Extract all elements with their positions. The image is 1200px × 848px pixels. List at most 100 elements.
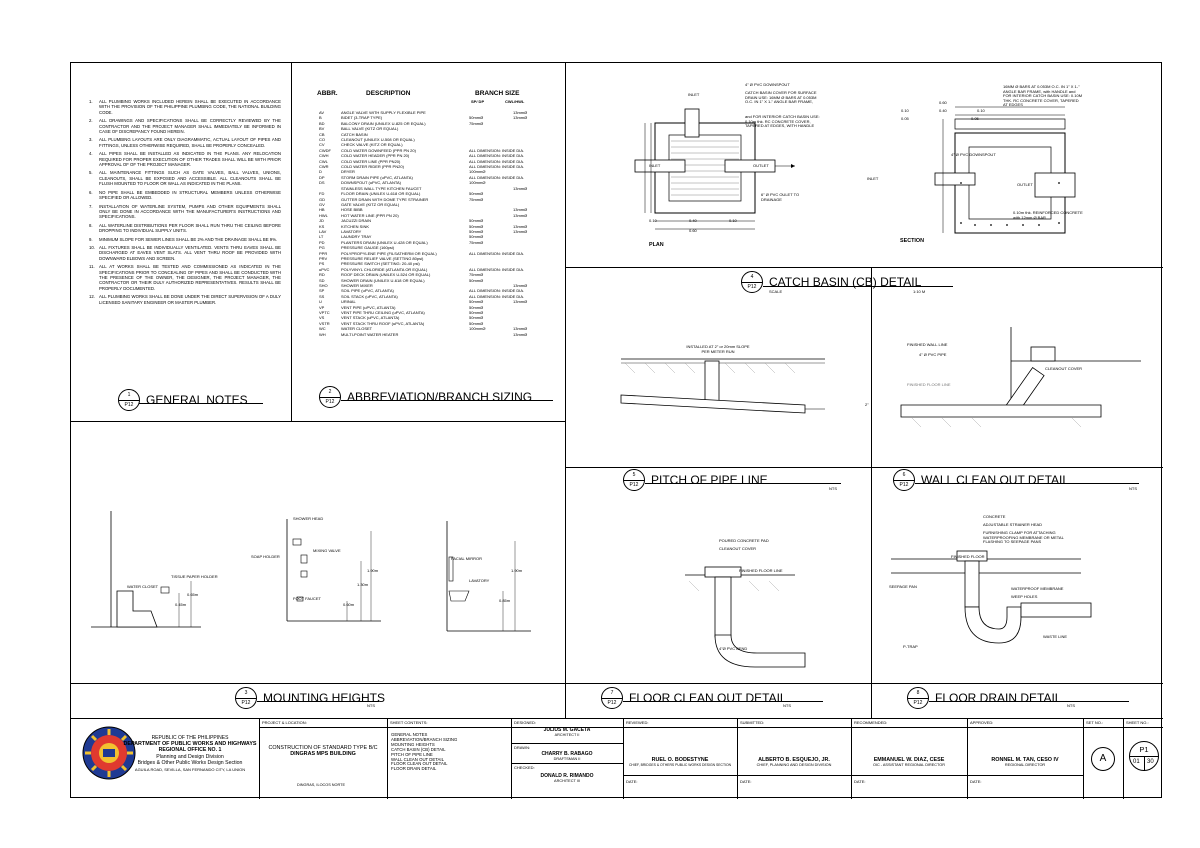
- detail-page: P12: [325, 399, 335, 405]
- contents-label: SHEET CONTENTS:: [390, 720, 428, 725]
- detail-callout: 4 P12: [741, 271, 763, 293]
- title-catch-basin: 4 P12 CATCH BASIN (CB) DETAIL: [741, 271, 921, 293]
- seepage-pan-label: SEEPAGE PAN: [889, 584, 917, 589]
- cleanout-cover-label: CLEANOUT COVER: [719, 546, 757, 551]
- detail-page: P12: [241, 700, 251, 706]
- note-number: 4.: [89, 151, 93, 157]
- dimension: 0.60: [939, 100, 947, 105]
- note-text: INSTALLATION OF WATERLINE SYSTEM, PUMPS …: [99, 203, 281, 220]
- abbreviation-cell: SD: [319, 277, 325, 283]
- floor-line-label: FINISHED FLOOR LINE: [907, 382, 951, 387]
- abbreviation-cell: HOT WATER LINE (PPR PN 20): [341, 212, 399, 218]
- abbreviation-cell: 50mmØ: [469, 223, 484, 229]
- downspout-pipe: [684, 108, 700, 138]
- title-general-notes: 1 P12 GENERAL NOTES: [118, 389, 248, 411]
- abbreviation-cell: SOIL STACK (uPVC, ATLANTA): [341, 293, 398, 299]
- general-note: 6.NO PIPE SHALL BE EMBEDDED IN STRUCTURA…: [89, 190, 281, 201]
- abbreviation-cell: PRV: [319, 255, 328, 261]
- section-cover: [954, 118, 1066, 130]
- abbreviation-cell: SOIL PIPE (uPVC, ATLANTA): [341, 288, 394, 294]
- abbreviation-cell: 13mmØ: [513, 115, 528, 121]
- abbreviation-cell: STORM DRAIN PIPE (uPVC, ATLANTA): [341, 174, 413, 180]
- agency-line: REGIONAL OFFICE NO. 1: [158, 747, 222, 754]
- abbreviation-cell: 50mmØ: [469, 320, 484, 326]
- divider: [71, 718, 1163, 719]
- tb-divider: [259, 718, 260, 799]
- abbreviation-cell: CHECK VALVE (KITZ OR EQUAL): [341, 142, 403, 148]
- title-floor-clean: 7 P12 FLOOR CLEAN OUT DETAIL: [601, 687, 787, 709]
- detail-number: 6: [902, 472, 906, 478]
- abbreviation-cell: GUTTER DRAIN WITH DOME TYPE STRAINER: [341, 196, 429, 202]
- abbreviation-cell: PLANTERS DRAIN (UNILEX U-428 OR EQUAL): [341, 239, 428, 245]
- detail-number: 2: [328, 389, 332, 395]
- detail-page: P12: [913, 700, 923, 706]
- plan-label: PLAN: [649, 242, 664, 248]
- grating-hatch: [671, 140, 739, 196]
- detail-page: P12: [124, 402, 134, 408]
- note-text: ALL PLUMBING WORKS SHALL BE DONE UNDER T…: [99, 294, 281, 305]
- abbreviation-cell: [469, 332, 513, 337]
- sheet-callout: P1 01 30: [1129, 741, 1159, 771]
- abbreviation-cell: RD: [319, 272, 325, 278]
- detail-page: P12: [629, 482, 639, 488]
- dimension: 0.10: [901, 108, 909, 113]
- drawing-sheet: 1.ALL PLUMBING WORKS INCLUDED HEREIN SHA…: [70, 62, 1163, 799]
- abbreviation-cell: 13mmØ: [513, 212, 528, 218]
- abbreviation-cell: 50mmØ: [469, 228, 484, 234]
- abbreviation-cell: U: [319, 299, 322, 305]
- reviewer-title: CHIEF, BRIDGES & OTHERS PUBLIC WORKS DES…: [628, 763, 732, 767]
- downspout-label: 4" Ø PVC DOWNSPOUT: [745, 82, 790, 87]
- scale-value: 1:10 M: [913, 289, 926, 294]
- tb-divider: [1083, 718, 1084, 799]
- cover-label: CLEANOUT COVER: [1045, 366, 1083, 371]
- section-downspout-label: 4" Ø PVC DOWNSPOUT: [951, 152, 996, 157]
- checked-label: CHECKED:: [514, 765, 535, 770]
- pvc-bend-label: 4"Ø PVC BEND: [719, 646, 748, 651]
- water-closet-shape: [116, 590, 158, 628]
- abbreviation-cell: WC: [319, 326, 326, 332]
- abbreviation-cell: 50mmØ: [469, 304, 484, 310]
- dimension: 0.10: [729, 218, 737, 223]
- abbreviation-cell: 50mmØ: [469, 299, 484, 305]
- note-number: 2.: [89, 118, 93, 124]
- lavatory-label: LAVATORY: [469, 578, 490, 583]
- outlet-label: OUTLET: [1017, 182, 1033, 187]
- abbreviation-cell: uPVC: [319, 266, 330, 272]
- inlet-label: INLET: [649, 163, 661, 168]
- note-text: NO PIPE SHALL BE EMBEDDED IN STRUCTURAL …: [99, 189, 281, 201]
- abbreviation-cell: 13mmØ: [513, 207, 528, 213]
- abbreviation-cell: 75mmØ: [469, 196, 484, 202]
- column-subheader: SP/ DP: [471, 99, 485, 104]
- date-label: DATE:: [970, 779, 982, 784]
- note-number: 7.: [89, 203, 93, 209]
- detail-callout: 2 P12: [319, 386, 341, 408]
- cover-note: CATCH BASIN COVER FOR SURFACE DRAIN USE:…: [745, 90, 817, 105]
- abbreviation-cell: CWL: [319, 158, 328, 164]
- abbreviation-cell: BV: [319, 126, 325, 132]
- recommender-title: OIC - ASSISTANT REGIONAL DIRECTOR: [872, 763, 945, 767]
- divider: [71, 683, 1163, 684]
- abbreviation-cell: DP: [319, 174, 325, 180]
- abbreviation-cell: KITCHEN SINK: [341, 223, 370, 229]
- abbreviation-cell: ALL DIMENSION: INSIDE DIA.: [469, 174, 525, 180]
- contents-item: CATCH BASIN (CB) DETAIL: [391, 746, 446, 752]
- designer-name: JULIUS M. GACETA: [543, 727, 591, 733]
- wall-cleanout-drawing: [900, 327, 1141, 428]
- note-text: MINIMUM SLOPE FOR SEWER LINES SHALL BE 2…: [99, 236, 278, 242]
- abbreviation-cell: BIDET (3-TRAP TYPE): [341, 115, 383, 121]
- detail-page: P12: [899, 482, 909, 488]
- abbreviation-cell: WATER CLOSET: [341, 326, 373, 332]
- scale-label: SCALE: [769, 289, 783, 294]
- contents-item: FLOOR DRAIN DETAIL: [391, 766, 437, 772]
- detail-callout: 3 P12: [235, 687, 257, 709]
- abbreviation-cell: ALL DIMENSION: INSIDE DIA.: [469, 288, 525, 294]
